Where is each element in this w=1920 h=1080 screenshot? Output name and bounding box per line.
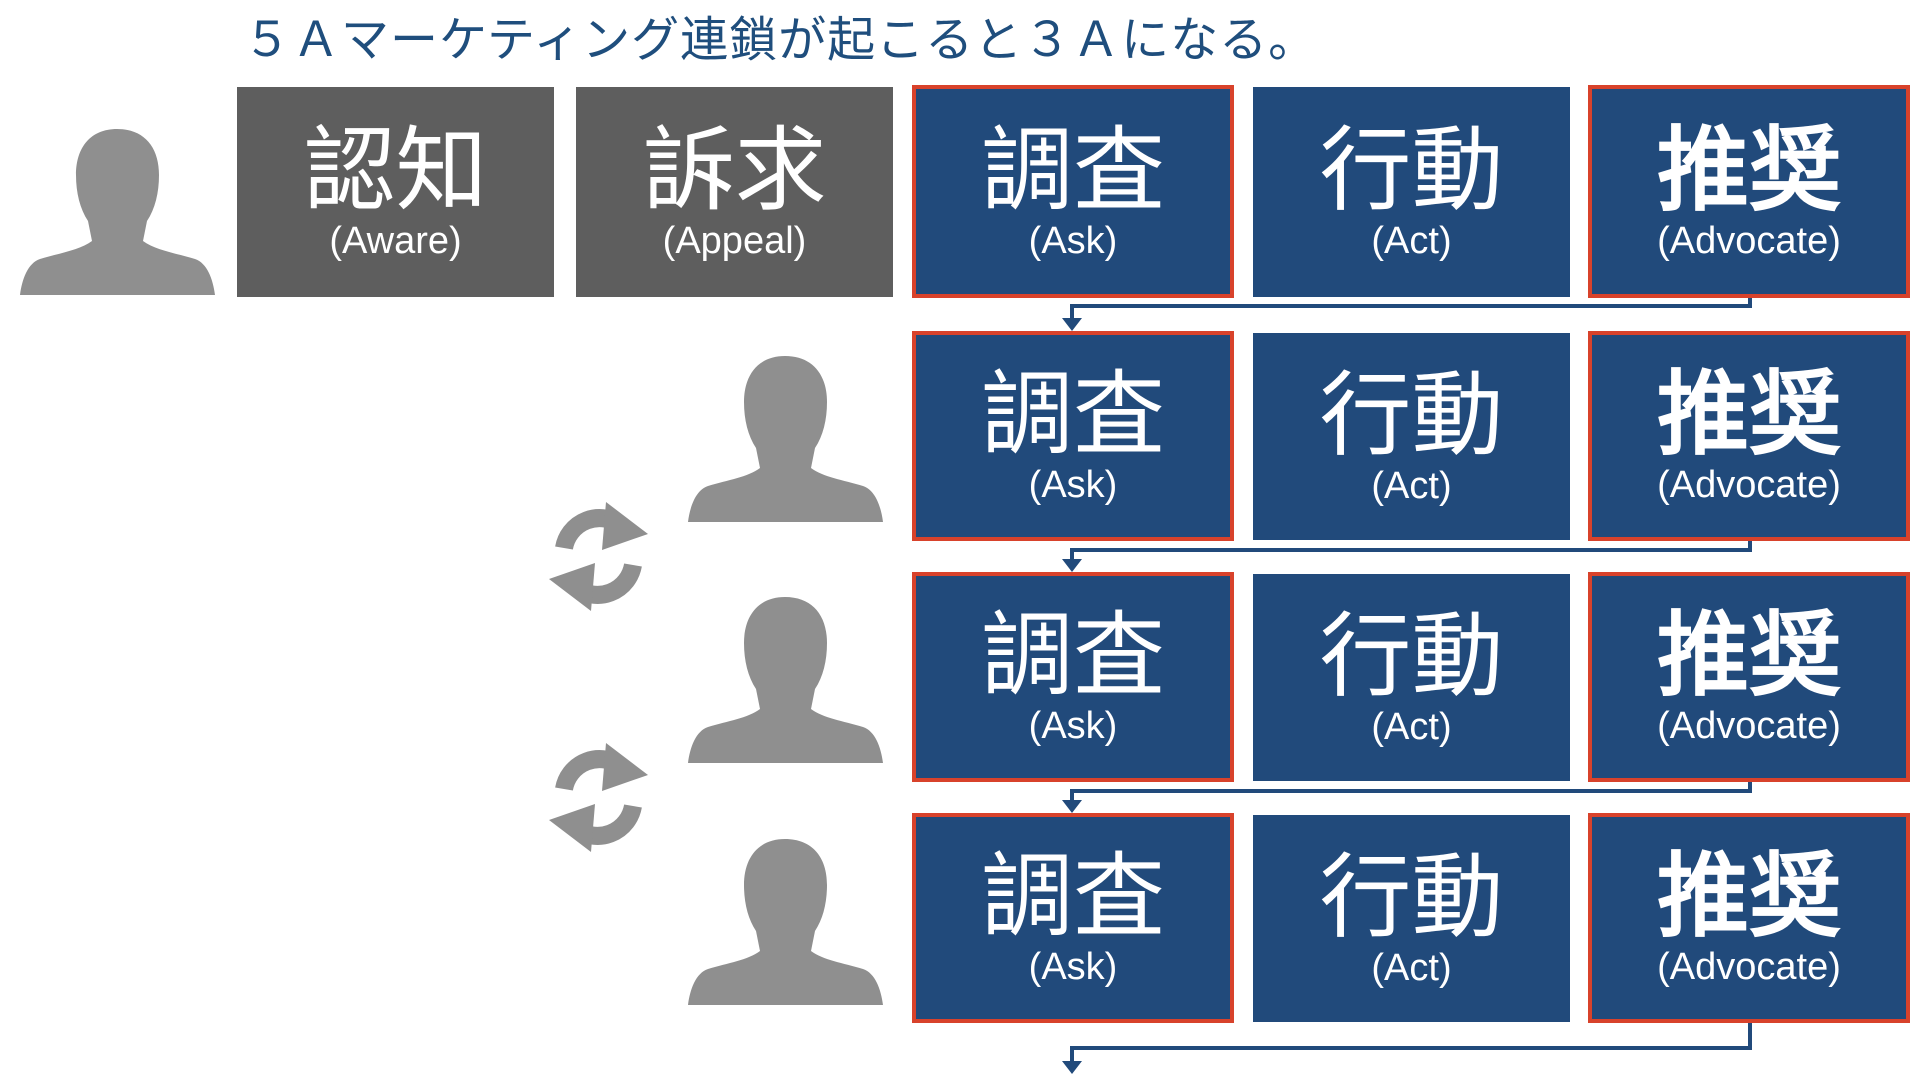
arrow-down-icon <box>1070 541 1752 561</box>
stage-english: (Act) <box>1371 705 1452 748</box>
stage-kanji: 行動 <box>1319 602 1504 710</box>
arrow-down-icon <box>1070 1023 1752 1063</box>
stage-kanji: 調査 <box>980 361 1165 468</box>
arrow-down-icon <box>1062 1061 1082 1074</box>
stage-act: 行動 (Act) <box>1253 574 1570 781</box>
page-title: ５Ａマーケティング連鎖が起こると３Ａになる。 <box>243 12 1318 68</box>
person-icon <box>688 356 883 522</box>
stage-english: (Advocate) <box>1657 219 1841 262</box>
stage-english: (Advocate) <box>1657 464 1841 506</box>
stage-advocate: 推奨 (Advocate) <box>1588 85 1910 298</box>
stage-kanji: 推奨 <box>1656 602 1841 709</box>
stage-aware: 認知 (Aware) <box>237 87 554 297</box>
arrow-down-icon <box>1062 800 1082 813</box>
stage-kanji: 行動 <box>1319 361 1504 469</box>
person-icon <box>688 839 883 1005</box>
stage-kanji: 推奨 <box>1656 116 1841 224</box>
stage-ask: 調査 (Ask) <box>912 813 1234 1023</box>
stage-english: (Act) <box>1371 464 1452 507</box>
stage-act: 行動 (Act) <box>1253 815 1570 1022</box>
stage-ask: 調査 (Ask) <box>912 572 1234 782</box>
stage-kanji: 行動 <box>1319 117 1504 224</box>
stage-english: (Advocate) <box>1657 705 1841 747</box>
stage-kanji: 推奨 <box>1656 843 1841 950</box>
stage-english: (Act) <box>1371 946 1452 989</box>
stage-act: 行動 (Act) <box>1253 333 1570 540</box>
person-icon <box>20 129 215 295</box>
stage-kanji: 推奨 <box>1656 361 1841 468</box>
stage-kanji: 訴求 <box>642 117 827 224</box>
stage-ask: 調査 (Ask) <box>912 85 1234 298</box>
stage-advocate: 推奨 (Advocate) <box>1588 331 1910 541</box>
stage-kanji: 調査 <box>980 116 1165 224</box>
person-icon <box>688 597 883 763</box>
stage-english: (Act) <box>1371 220 1452 262</box>
stage-appeal: 訴求 (Appeal) <box>576 87 893 297</box>
stage-kanji: 調査 <box>980 843 1165 950</box>
stage-english: (Ask) <box>1028 946 1118 988</box>
stage-ask: 調査 (Ask) <box>912 331 1234 541</box>
arrow-down-icon <box>1070 782 1752 802</box>
stage-kanji: 調査 <box>980 602 1165 709</box>
stage-english: (Aware) <box>329 220 462 262</box>
arrow-down-icon <box>1070 298 1752 320</box>
arrow-down-icon <box>1062 559 1082 572</box>
stage-kanji: 行動 <box>1319 843 1504 951</box>
stage-advocate: 推奨 (Advocate) <box>1588 572 1910 782</box>
stage-english: (Advocate) <box>1657 946 1841 988</box>
stage-act: 行動 (Act) <box>1253 87 1570 297</box>
stage-english: (Appeal) <box>662 220 807 262</box>
stage-english: (Ask) <box>1028 219 1118 262</box>
stage-english: (Ask) <box>1028 705 1118 747</box>
arrow-down-icon <box>1062 318 1082 331</box>
stage-english: (Ask) <box>1028 464 1118 506</box>
cycle-icon <box>549 743 648 852</box>
stage-advocate: 推奨 (Advocate) <box>1588 813 1910 1023</box>
cycle-icon <box>549 502 648 611</box>
stage-kanji: 認知 <box>303 117 488 224</box>
